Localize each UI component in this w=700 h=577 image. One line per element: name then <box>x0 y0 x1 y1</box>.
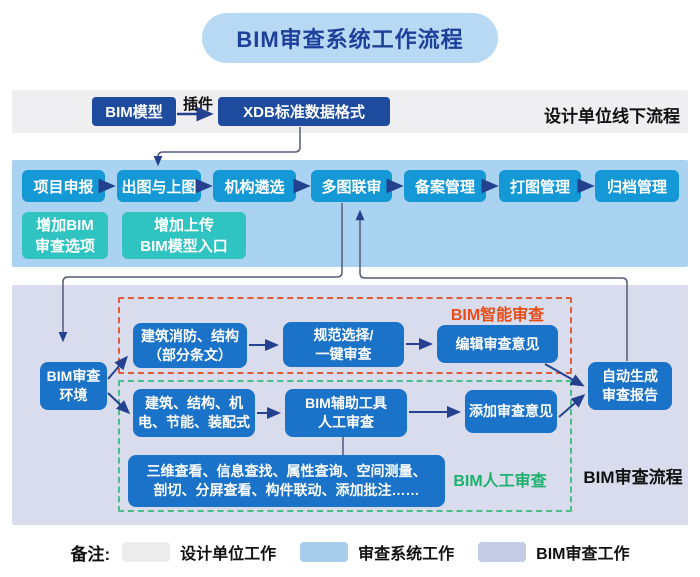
page-title: BIM审查系统工作流程 <box>202 13 498 63</box>
node-arch-structure-mep: 建筑、结构、机 电、节能、装配式 <box>133 389 255 437</box>
node-bim-model: BIM模型 <box>92 97 176 126</box>
legend-label-bim-review: BIM审查工作 <box>536 546 630 563</box>
manual-review-label: BIM人工审查 <box>453 473 547 490</box>
offline-section-label: 设计单位线下流程 <box>544 107 680 126</box>
legend: 备注: 设计单位工作 审查系统工作 BIM审查工作 <box>0 538 700 566</box>
manual-review-group <box>118 380 572 512</box>
step-institution-selection: 机构遴选 <box>213 170 296 202</box>
smart-review-label: BIM智能审查 <box>450 307 545 324</box>
legend-label-review-system: 审查系统工作 <box>358 546 455 563</box>
step-print-management: 打图管理 <box>499 170 581 202</box>
node-code-selection: 规范选择/ 一键审查 <box>283 322 404 367</box>
node-bim-review-env: BIM审查 环境 <box>40 362 107 410</box>
step-multi-drawing-review: 多图联审 <box>311 170 392 202</box>
legend-swatch-bim-review <box>478 542 527 562</box>
step-filing-management: 备案管理 <box>404 170 486 202</box>
node-fire-structure: 建筑消防、结构 （部分条文） <box>133 323 247 368</box>
node-viewer-functions: 三维查看、信息查找、属性查询、空间测量、 剖切、分屏查看、构件联动、添加批注…… <box>128 455 445 507</box>
node-auto-report: 自动生成 审查报告 <box>588 362 672 410</box>
plugin-label: 插件 <box>182 96 213 113</box>
subbox-add-bim-review-option: 增加BIM 审查选项 <box>22 212 108 259</box>
node-edit-opinions: 编辑审查意见 <box>437 325 558 363</box>
node-bim-aux-manual-review: BIM辅助工具 人工审查 <box>285 389 407 437</box>
review-flow-section-label: BIM审查流程 <box>583 468 683 487</box>
subbox-add-bim-upload-entry: 增加上传 BIM模型入口 <box>122 212 246 259</box>
step-project-declaration: 项目申报 <box>22 170 105 202</box>
step-archive-management: 归档管理 <box>595 170 679 202</box>
legend-swatch-review-system <box>300 542 349 562</box>
step-drawing-upload: 出图与上图 <box>117 170 201 202</box>
node-add-opinions: 添加审查意见 <box>465 390 557 433</box>
legend-swatch-design-unit <box>122 542 171 562</box>
legend-label-design-unit: 设计单位工作 <box>180 546 277 563</box>
legend-note-label: 备注: <box>70 544 111 564</box>
node-xdb-format: XDB标准数据格式 <box>218 97 390 126</box>
title-bar: BIM审查系统工作流程 <box>0 13 700 63</box>
